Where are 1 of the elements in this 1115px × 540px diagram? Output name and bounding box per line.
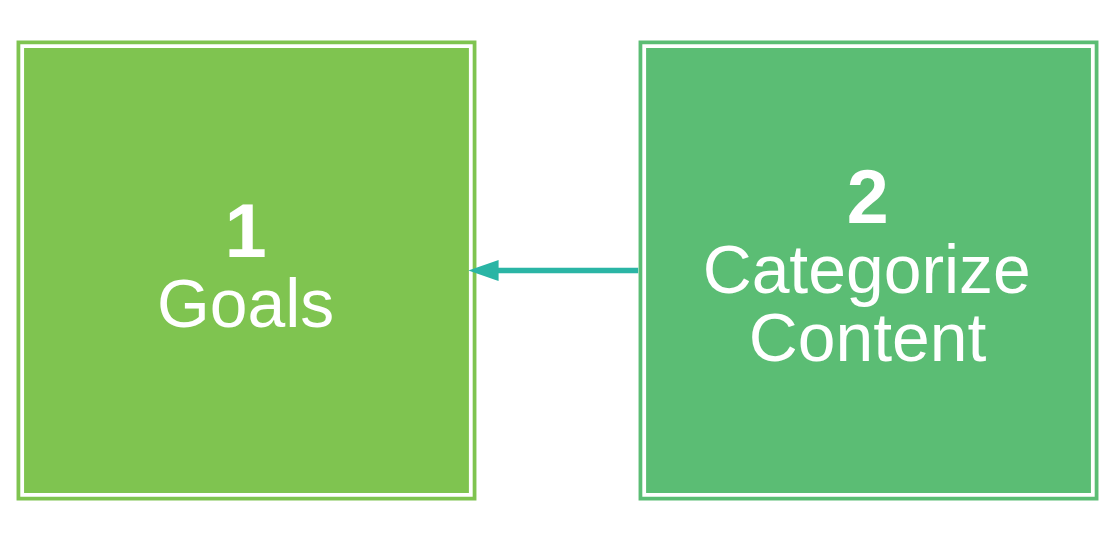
arrow bbox=[468, 259, 639, 281]
